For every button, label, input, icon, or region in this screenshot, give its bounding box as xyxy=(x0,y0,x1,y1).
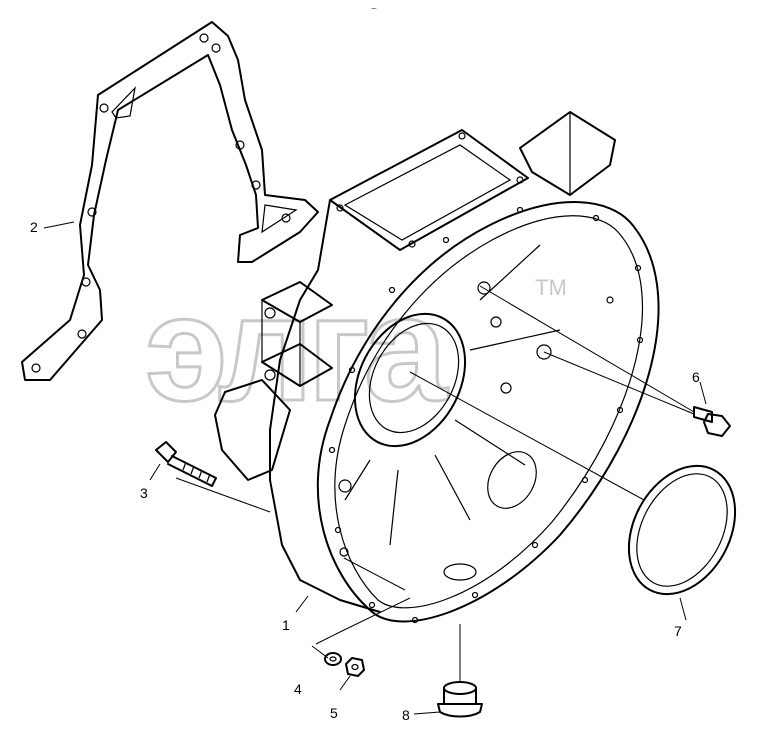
o-ring-part xyxy=(627,464,737,596)
gasket-part xyxy=(21,21,319,381)
callout-3: 3 xyxy=(140,485,148,501)
nut-part xyxy=(345,657,365,677)
washer-part xyxy=(324,652,342,666)
plug-screw-part xyxy=(693,406,731,437)
cap-plug-part xyxy=(437,681,483,718)
callout-8: 8 xyxy=(402,707,410,723)
callouts: 2 3 1 4 5 6 7 8 xyxy=(30,219,700,723)
callout-1: 1 xyxy=(282,617,290,633)
callout-5: 5 xyxy=(330,705,338,721)
top-mark: ~ xyxy=(371,4,377,15)
watermark-tm: TM xyxy=(535,275,567,300)
leader-lines xyxy=(43,221,707,715)
callout-6: 6 xyxy=(692,369,700,385)
callout-2: 2 xyxy=(30,219,38,235)
callout-4: 4 xyxy=(294,681,302,697)
callout-7: 7 xyxy=(674,623,682,639)
watermark-text: элга xyxy=(145,264,449,432)
flywheel-housing-part xyxy=(214,111,660,624)
bolt-part xyxy=(155,441,217,487)
